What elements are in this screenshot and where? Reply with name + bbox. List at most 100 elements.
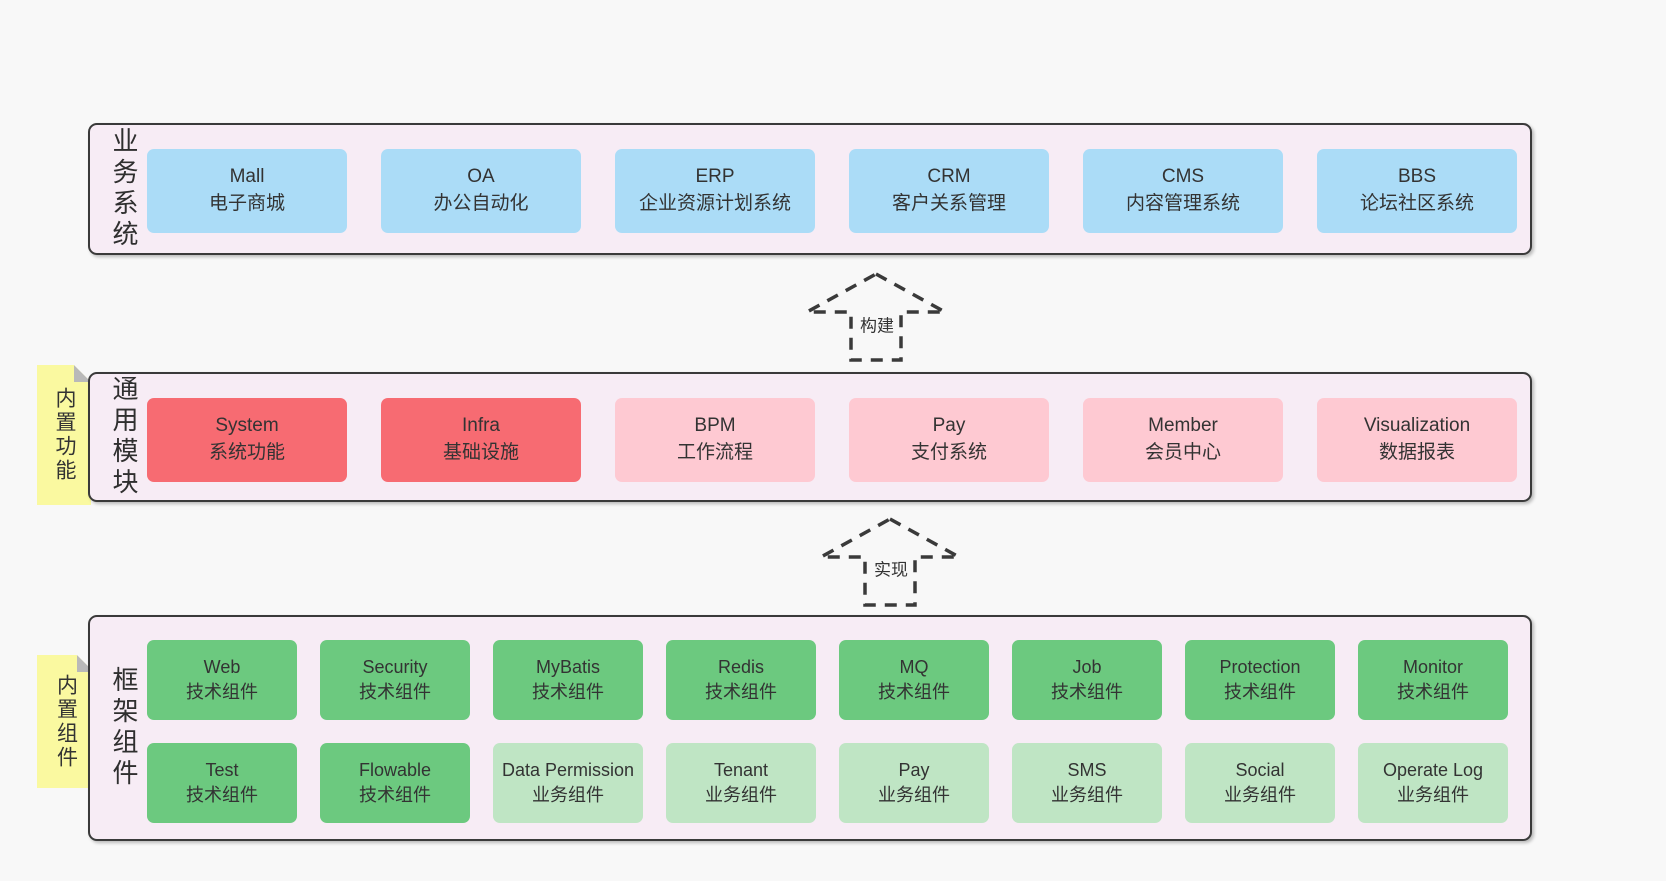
box-subtitle: 电子商城: [208, 193, 285, 214]
box-member: Member 会员中心: [1083, 398, 1283, 482]
box-title: BBS: [1397, 166, 1437, 188]
box-infra: Infra 基础设施: [381, 398, 581, 482]
box-protection: Protection 技术组件: [1185, 640, 1335, 720]
layer-business-systems: 业务系统 Mall 电子商城 OA 办公自动化 ERP 企业资源计划系统 CRM 客户关系管理…: [88, 123, 1532, 255]
box-data-permission: Data Permission 业务组件: [493, 743, 643, 823]
box-title: System: [215, 415, 279, 437]
box-title: BPM: [694, 415, 736, 437]
sticky-note-label: 内置功能: [53, 387, 76, 483]
box-subtitle: 技术组件: [359, 785, 431, 805]
box-subtitle: 基础设施: [442, 442, 519, 463]
box-row: Mall 电子商城 OA 办公自动化 ERP 企业资源计划系统 CRM 客户关系管理 CMS 内容…: [147, 149, 1517, 233]
box-title: Security: [362, 657, 428, 678]
box-subtitle: 技术组件: [186, 682, 258, 702]
box-subtitle: 技术组件: [705, 682, 777, 702]
box-title: Visualization: [1363, 415, 1471, 437]
box-subtitle: 内容管理系统: [1125, 193, 1240, 214]
implement-arrow-label: 实现: [871, 554, 911, 582]
box-subtitle: 业务组件: [1397, 785, 1469, 805]
box-job: Job 技术组件: [1012, 640, 1162, 720]
box-subtitle: 技术组件: [359, 682, 431, 702]
box-title: CMS: [1161, 166, 1205, 188]
box-subtitle: 企业资源计划系统: [638, 193, 791, 214]
box-subtitle: 业务组件: [1051, 785, 1123, 805]
box-title: Pay: [898, 760, 930, 781]
box-subtitle: 支付系统: [910, 442, 987, 463]
box-pay: Pay 支付系统: [849, 398, 1049, 482]
box-subtitle: 技术组件: [1051, 682, 1123, 702]
box-title: Protection: [1219, 657, 1301, 678]
box-oa: OA 办公自动化: [381, 149, 581, 233]
box-title: Mall: [229, 166, 265, 188]
box-erp: ERP 企业资源计划系统: [615, 149, 815, 233]
box-flowable: Flowable 技术组件: [320, 743, 470, 823]
sticky-note-label: 内置组件: [54, 673, 78, 770]
box-title: MyBatis: [535, 657, 600, 678]
box-subtitle: 工作流程: [676, 442, 753, 463]
layer-label: 框架组件: [109, 666, 139, 790]
layer-common-modules: 通用模块 System 系统功能 Infra 基础设施 BPM 工作流程 Pay 支付系统 Me…: [88, 372, 1532, 502]
box-title: Tenant: [713, 760, 769, 781]
box-subtitle: 系统功能: [208, 442, 285, 463]
box-bpm: BPM 工作流程: [615, 398, 815, 482]
box-subtitle: 论坛社区系统: [1359, 193, 1474, 214]
box-tenant: Tenant 业务组件: [666, 743, 816, 823]
layer-label: 业务系统: [109, 127, 139, 251]
sticky-note-builtin-components: 内置组件: [37, 655, 94, 788]
box-crm: CRM 客户关系管理: [849, 149, 1049, 233]
box-monitor: Monitor 技术组件: [1358, 640, 1508, 720]
box-title: Web: [203, 657, 241, 678]
box-pay: Pay 业务组件: [839, 743, 989, 823]
sticky-note-builtin-features: 内置功能: [37, 365, 91, 505]
box-mall: Mall 电子商城: [147, 149, 347, 233]
box-title: Flowable: [358, 760, 432, 781]
box-subtitle: 技术组件: [186, 785, 258, 805]
box-mybatis: MyBatis 技术组件: [493, 640, 643, 720]
box-subtitle: 业务组件: [878, 785, 950, 805]
box-visualization: Visualization 数据报表: [1317, 398, 1517, 482]
box-system: System 系统功能: [147, 398, 347, 482]
box-subtitle: 数据报表: [1378, 442, 1455, 463]
box-bbs: BBS 论坛社区系统: [1317, 149, 1517, 233]
box-title: Member: [1148, 415, 1218, 437]
box-subtitle: 客户关系管理: [891, 193, 1006, 214]
box-web: Web 技术组件: [147, 640, 297, 720]
box-title: Operate Log: [1382, 760, 1484, 781]
box-subtitle: 技术组件: [1224, 682, 1296, 702]
box-security: Security 技术组件: [320, 640, 470, 720]
layer-label: 通用模块: [109, 375, 139, 499]
box-redis: Redis 技术组件: [666, 640, 816, 720]
box-subtitle: 会员中心: [1144, 442, 1221, 463]
box-title: Infra: [461, 415, 501, 437]
box-subtitle: 办公自动化: [433, 193, 529, 214]
box-subtitle: 业务组件: [532, 785, 604, 805]
box-subtitle: 技术组件: [1397, 682, 1469, 702]
box-title: Job: [1072, 657, 1102, 678]
box-cms: CMS 内容管理系统: [1083, 149, 1283, 233]
box-title: MQ: [899, 657, 929, 678]
box-title: SMS: [1067, 760, 1107, 781]
box-title: Social: [1235, 760, 1285, 781]
box-title: Pay: [932, 415, 966, 437]
box-subtitle: 技术组件: [532, 682, 604, 702]
box-title: CRM: [927, 166, 971, 188]
box-subtitle: 业务组件: [1224, 785, 1296, 805]
box-title: Data Permission: [501, 760, 635, 781]
box-title: Test: [205, 760, 239, 781]
box-row: System 系统功能 Infra 基础设施 BPM 工作流程 Pay 支付系统 Member 会…: [147, 398, 1517, 482]
box-mq: MQ 技术组件: [839, 640, 989, 720]
build-arrow-label: 构建: [857, 310, 897, 338]
box-subtitle: 技术组件: [878, 682, 950, 702]
box-subtitle: 业务组件: [705, 785, 777, 805]
box-title: Redis: [717, 657, 765, 678]
box-title: OA: [467, 166, 495, 188]
box-sms: SMS 业务组件: [1012, 743, 1162, 823]
box-title: Monitor: [1402, 657, 1464, 678]
box-operate-log: Operate Log 业务组件: [1358, 743, 1508, 823]
box-social: Social 业务组件: [1185, 743, 1335, 823]
box-title: ERP: [695, 166, 735, 188]
